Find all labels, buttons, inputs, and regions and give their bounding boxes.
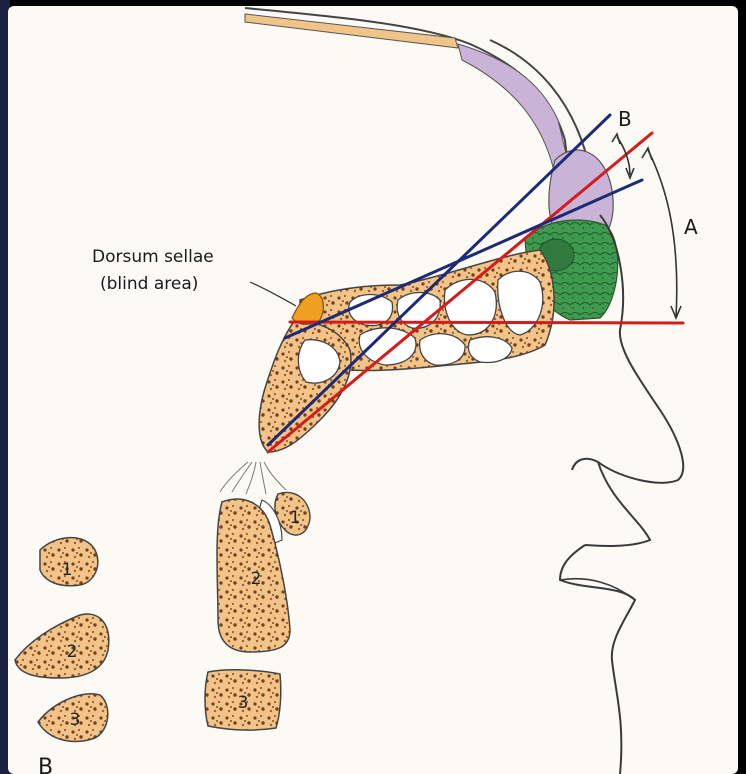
panel-b-vertebra-1-label: 1 — [62, 560, 73, 580]
spine-vertebra-1-label: 1 — [290, 508, 301, 528]
panel-b-vertebra-2-label: 2 — [67, 642, 78, 662]
panel-b-vertebra-3-label: 3 — [70, 710, 81, 730]
angle-a-label: A — [684, 215, 698, 239]
panel-b-label: B — [38, 755, 53, 774]
blind-area-label: (blind area) — [100, 274, 198, 294]
spine-vertebra-2-label: 2 — [251, 569, 262, 589]
angle-b-label: B — [618, 107, 632, 131]
dorsum-sellae-label: Dorsum sellae — [92, 247, 214, 267]
spine-vertebra-3-label: 3 — [238, 693, 249, 713]
baseline-red-line — [290, 322, 683, 323]
